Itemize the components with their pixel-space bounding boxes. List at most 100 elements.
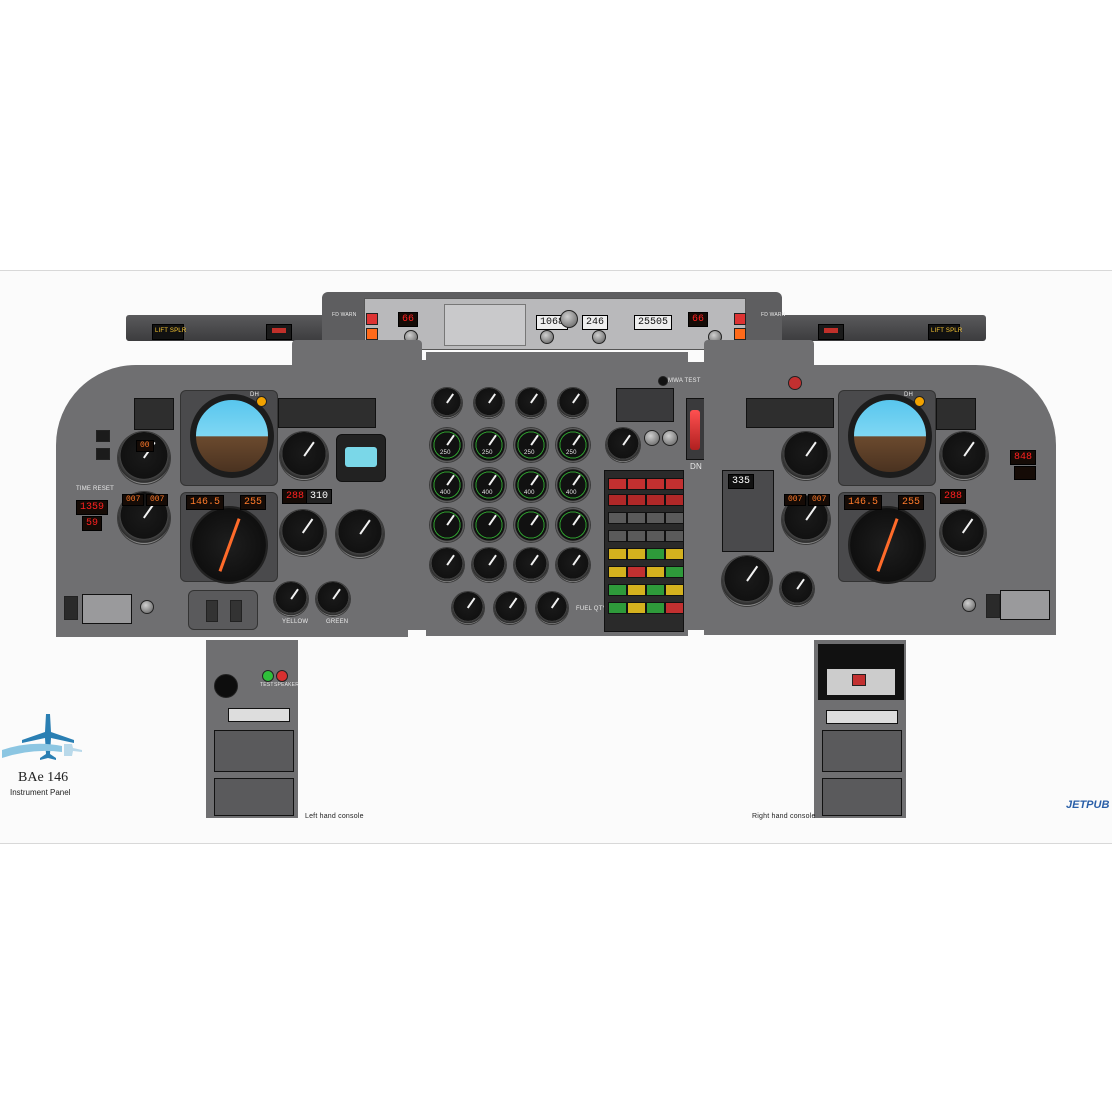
left-panel-button-b[interactable]: [96, 448, 110, 460]
annun-21[interactable]: [608, 566, 627, 578]
annun-4[interactable]: [665, 478, 684, 490]
left-altimeter: [280, 432, 328, 480]
right-lower-label-plate: [1000, 590, 1050, 620]
right-lower-knob[interactable]: [962, 598, 976, 612]
engine-gauge-r5c2: [472, 548, 506, 582]
engine-gauge-r4c3: [514, 508, 548, 542]
left-attitude-indicator: [190, 394, 274, 478]
left-lift-spoiler-light[interactable]: LIFT SPLR: [152, 324, 187, 340]
engine-gauge-r2c2: [472, 428, 506, 462]
right-small-gauge: [780, 572, 814, 606]
right-fd-orange-button[interactable]: [734, 328, 746, 340]
annun-27[interactable]: [646, 584, 665, 596]
center-selector-knob[interactable]: [560, 310, 578, 328]
left-vsi: [280, 510, 326, 556]
left-clock-lower: 59: [82, 516, 103, 531]
right-fd-red-button[interactable]: [734, 313, 746, 325]
left-console-test-button[interactable]: [262, 670, 274, 682]
left-console-lower-block: [214, 778, 294, 816]
right-lift-spoiler-light[interactable]: LIFT SPLR: [928, 324, 962, 340]
annun-13[interactable]: [608, 530, 627, 542]
right-adi-dh-label: DH: [904, 392, 914, 398]
annun-32[interactable]: [665, 602, 684, 614]
annun-6[interactable]: [627, 494, 646, 506]
left-switch-2[interactable]: [230, 600, 242, 622]
engine-gauge-r4c4: [556, 508, 590, 542]
left-dh-knob[interactable]: [256, 396, 267, 407]
center-selector-panel: [616, 388, 674, 422]
annun-14[interactable]: [627, 530, 646, 542]
left-standby-compass: [336, 510, 384, 558]
right-lower-toggle[interactable]: [986, 594, 1000, 618]
annun-18[interactable]: [627, 548, 646, 560]
annun-31[interactable]: [646, 602, 665, 614]
right-radio-display: 335: [728, 474, 755, 489]
annun-26[interactable]: [627, 584, 646, 596]
right-heading-display: 146.5: [844, 495, 883, 510]
aircraft-title: BAe 146: [18, 770, 69, 785]
left-switch-box: [188, 590, 258, 630]
right-large-gauge: [722, 556, 772, 606]
annun-20[interactable]: [665, 548, 684, 560]
left-hyd-yellow-gauge: [274, 582, 308, 616]
right-red-button[interactable]: [788, 376, 802, 390]
center-knob-a[interactable]: [644, 430, 660, 446]
fuel-qty-gauge-1: [452, 592, 484, 624]
annun-2[interactable]: [627, 478, 646, 490]
annun-25[interactable]: [608, 584, 627, 596]
annun-7[interactable]: [646, 494, 665, 506]
annun-15[interactable]: [646, 530, 665, 542]
engine-r2c4-value: 250: [566, 450, 577, 456]
annun-30[interactable]: [627, 602, 646, 614]
left-switch-1[interactable]: [206, 600, 218, 622]
ap-knob-3[interactable]: [592, 330, 606, 344]
annun-8[interactable]: [665, 494, 684, 506]
right-console-red-button[interactable]: [852, 674, 866, 686]
left-heading-display: 146.5: [186, 495, 225, 510]
left-console-speaker-label: SPEAKER: [274, 682, 300, 688]
annun-28[interactable]: [665, 584, 684, 596]
left-console-speaker-button[interactable]: [276, 670, 288, 682]
engine-gauge-r3c2: [472, 468, 506, 502]
right-hsi: [848, 506, 926, 584]
fuel-qty-gauge-2: [494, 592, 526, 624]
left-fd-red-button[interactable]: [366, 313, 378, 325]
annun-10[interactable]: [627, 512, 646, 524]
annun-29[interactable]: [608, 602, 627, 614]
annun-11[interactable]: [646, 512, 665, 524]
annun-16[interactable]: [665, 530, 684, 542]
annun-5[interactable]: [608, 494, 627, 506]
right-dist-display: 255: [898, 495, 925, 510]
annun-19[interactable]: [646, 548, 665, 560]
annun-1[interactable]: [608, 478, 627, 490]
annun-3[interactable]: [646, 478, 665, 490]
engine-gauge-r3c3: [514, 468, 548, 502]
left-radar-display: [336, 434, 386, 482]
left-lower-knob[interactable]: [140, 600, 154, 614]
left-time-reset-label: TIME RESET: [76, 486, 115, 492]
left-lower-toggle[interactable]: [64, 596, 78, 620]
annun-9[interactable]: [608, 512, 627, 524]
left-console-test-label: TEST: [260, 682, 274, 688]
ap-knob-2[interactable]: [540, 330, 554, 344]
engine-r3c3-value: 400: [524, 490, 535, 496]
left-nav-display: 66: [398, 312, 419, 327]
left-panel-button-a[interactable]: [96, 430, 110, 442]
left-lift-spoiler-label: LIFT SPLR: [155, 328, 187, 334]
annun-23[interactable]: [646, 566, 665, 578]
center-knob-b[interactable]: [662, 430, 678, 446]
annun-17[interactable]: [608, 548, 627, 560]
left-fd-orange-button[interactable]: [366, 328, 378, 340]
left-annunciator-row: [278, 398, 376, 428]
right-dh-knob[interactable]: [914, 396, 925, 407]
center-small-gauge: [606, 428, 640, 462]
left-hyd-green-label: GREEN: [326, 619, 349, 625]
gear-lever[interactable]: [690, 410, 700, 450]
annun-22[interactable]: [627, 566, 646, 578]
annun-24[interactable]: [665, 566, 684, 578]
engine-r2c3-value: 250: [524, 450, 535, 456]
right-annunciator-row: [746, 398, 834, 428]
mwa-test-button[interactable]: [658, 376, 668, 386]
annun-12[interactable]: [665, 512, 684, 524]
engine-gauge-r4c2: [472, 508, 506, 542]
